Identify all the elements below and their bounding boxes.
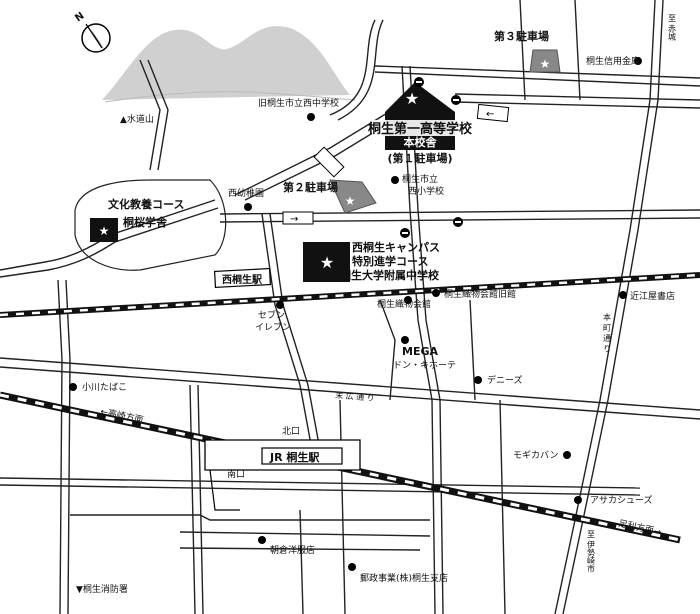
oneway-arrow-icon: ← [486,109,494,120]
nishi-campus-line2: 特別進学コース [352,254,428,268]
ogawa-label: 小川たばこ [82,382,127,393]
chikae-label: 近江屋書店 [630,290,675,302]
isesaki-label: 至 伊勢崎市 [587,530,596,574]
akagi-label: 至 赤城 [668,14,677,42]
jr-kiryu-station: JR 桐生駅 北口 南口 [204,426,361,511]
suehiro-label: 末 広 通 り [335,390,375,403]
nishi-elem-label-2: 西小学校 [408,185,444,197]
joshin-railway [0,272,700,318]
bunka-line2: 桐桜学舎 [123,215,168,229]
minamiguchi-label: 南口 [227,468,245,480]
bunka-line1: 文化教養コース [108,197,184,211]
asaka-label: アサカシューズ [590,494,653,506]
main-campus-star-icon: ★ [405,89,419,108]
nishi-campus-star-icon: ★ [320,253,334,272]
post-label: 郵政事業(株)桐生支店 [360,572,448,584]
nishi-elem-label-1: 桐生市立 [402,173,438,185]
main-campus-title: 桐生第一高等学校 [368,121,473,137]
fire-label: ▼桐生消防署 [76,583,128,595]
orimono-label: 桐生織物会館 [377,298,431,310]
asakura-label: 朝倉洋服店 [270,544,315,556]
mountain-illustration [102,26,356,103]
dennys-label: デニーズ [487,374,523,386]
orimono-old-label: 桐生織物会館旧館 [444,288,516,300]
parking-3: ★ 第３駐車場 [494,29,561,73]
bunka-star-icon: ★ [99,224,110,238]
suidouyama-label: ▲水道山 [120,113,154,125]
parking-2-star-icon: ★ [345,194,356,208]
no-entry-signs [400,77,463,238]
main-campus-sub: 本校舎 [404,135,438,149]
old-school-label: 旧桐生市立西中学校 [258,97,339,109]
nishi-campus-line3: 桐生大学附属中学校 [340,268,440,282]
nishi-campus-building: ★ 西桐生キャンパス 特別進学コース 桐生大学附属中学校 [303,240,440,282]
shinkin-label: 桐生信用金庫 [586,55,640,67]
bunka-campus: ★ 文化教養コース 桐桜学舎 [74,179,227,271]
jr-station-label: JR 桐生駅 [269,450,319,464]
mega-label-2: ドン・キホーテ [393,360,456,371]
parking-3-star-icon: ★ [540,57,551,71]
landmark-dots [69,57,642,571]
honmachi-label: 本 町 通 り [603,312,612,353]
mega-label-1: MEGA [402,345,438,358]
nishi-kiryu-station-label: 西桐生駅 [222,273,263,286]
one-way-signs: ← → [282,103,510,225]
mogi-label: モギカバン [513,450,558,461]
kindergarten-label: 西幼稚園 [228,187,264,199]
kitaguchi-label: 北口 [282,426,300,437]
main-campus-building: ★ 桐生第一高等学校 本校舎 (第１駐車場) [368,82,473,165]
main-campus-note: (第１駐車場) [387,151,452,165]
seven-label-1: セブン [258,309,285,321]
compass-north-label: N [73,11,86,25]
seven-label-2: イレブン [255,321,291,333]
oneway-arrow-icon: → [290,214,298,225]
nishi-campus-line1: 西桐生キャンパス [352,240,440,254]
parking-2-label: 第２駐車場 [283,180,338,194]
nishi-kiryu-station: 西桐生駅 [213,267,272,289]
parking-3-label: 第３駐車場 [494,29,549,43]
compass-icon: N [73,11,111,53]
landmark-labels: ▲水道山 旧桐生市立西中学校 桐生信用金庫 桐生市立 西小学校 西幼稚園 セブン… [76,55,675,595]
parking-2: ★ 第２駐車場 [283,179,377,214]
